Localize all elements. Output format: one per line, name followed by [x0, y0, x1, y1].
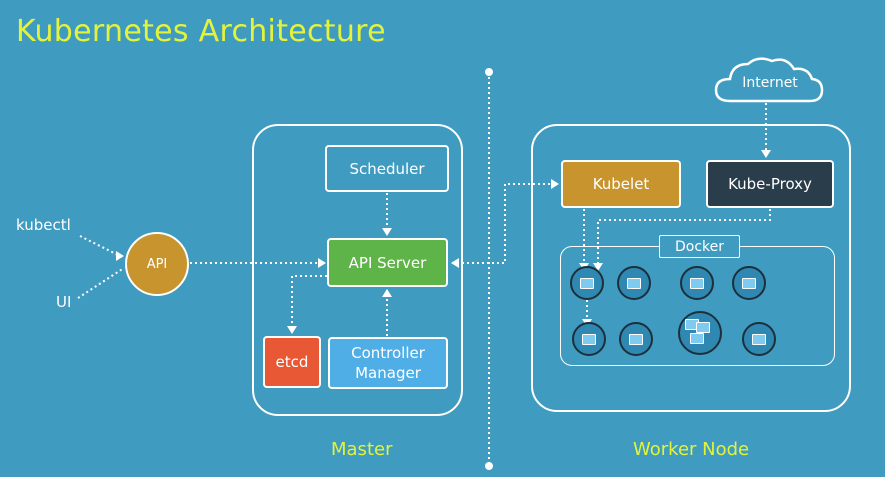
arrowhead-pod-2 — [593, 263, 603, 271]
container-icon — [582, 334, 596, 345]
docker-label: Docker — [659, 235, 740, 258]
scheduler-label: Scheduler — [349, 159, 425, 178]
divider-top-dot — [485, 68, 493, 76]
scheduler-box: Scheduler — [325, 145, 449, 192]
kubelet-box: Kubelet — [561, 160, 681, 208]
arrowhead-apiserver-right — [451, 258, 459, 268]
arrowhead-kubeproxy — [761, 150, 771, 158]
container-icon — [627, 278, 641, 289]
worker-node-label: Worker Node — [633, 439, 750, 460]
diagram-title: Kubernetes Architecture — [16, 14, 386, 49]
arrowhead-api — [116, 251, 124, 261]
arrowhead-apiserver-left — [318, 258, 326, 268]
api-server-box: API Server — [327, 238, 448, 287]
container-icon — [580, 278, 594, 289]
kubeproxy-to-pods-line — [597, 209, 771, 268]
container-icon — [690, 278, 704, 289]
apiserver-to-etcd-line — [291, 275, 327, 332]
divider-bottom-dot — [485, 462, 493, 470]
api-node-label: API — [146, 256, 168, 272]
container-icon — [696, 322, 710, 333]
arrowhead-etcd — [287, 326, 297, 334]
api-node: API — [125, 232, 189, 296]
kubectl-label: kubectl — [16, 216, 71, 234]
arrowhead-kubelet — [551, 179, 559, 189]
ui-label: UI — [56, 293, 72, 311]
container-icon — [690, 333, 704, 344]
master-label: Master — [331, 439, 393, 460]
kube-proxy-box: Kube-Proxy — [706, 160, 834, 208]
kubelet-apiserver-line — [452, 183, 556, 264]
arrowhead-controller — [382, 289, 392, 297]
controller-manager-label: Controller Manager — [351, 344, 425, 382]
internet-label: Internet — [742, 75, 798, 91]
worker-node-panel — [531, 124, 851, 412]
ui-arrow — [77, 267, 125, 299]
container-icon — [752, 334, 766, 345]
controller-manager-box: Controller Manager — [328, 337, 448, 389]
arrowhead-scheduler — [382, 228, 392, 236]
pod-5 — [572, 322, 606, 356]
kube-proxy-label: Kube-Proxy — [728, 175, 812, 193]
docker-label-text: Docker — [674, 238, 725, 255]
api-server-label: API Server — [348, 253, 427, 272]
kubelet-label: Kubelet — [592, 175, 650, 193]
container-icon — [629, 334, 643, 345]
etcd-box: etcd — [263, 336, 321, 388]
container-icon — [742, 278, 756, 289]
etcd-label: etcd — [275, 353, 309, 371]
master-panel — [252, 124, 463, 416]
cloud-icon — [714, 57, 824, 103]
